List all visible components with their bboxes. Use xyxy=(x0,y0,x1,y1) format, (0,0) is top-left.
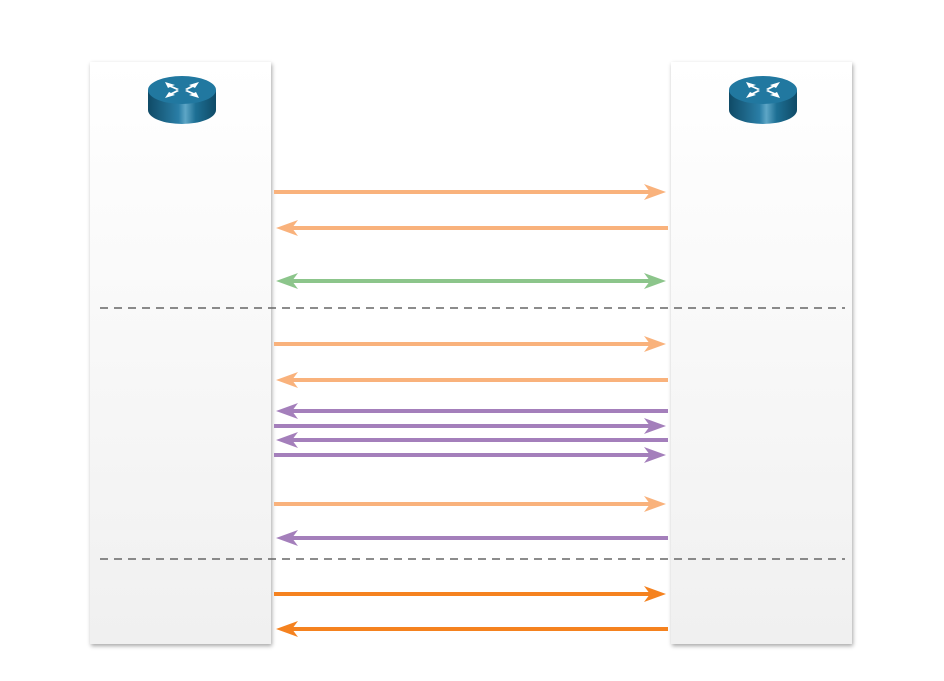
message-arrow-right xyxy=(274,447,666,463)
right-router-lane xyxy=(671,62,852,644)
message-arrow-left xyxy=(276,432,668,448)
left-router-lane xyxy=(90,62,271,644)
message-arrow-left xyxy=(276,621,668,637)
router-icon[interactable] xyxy=(726,72,800,126)
message-arrow-left xyxy=(276,220,668,236)
message-arrow-left xyxy=(276,403,668,419)
message-arrow-left xyxy=(276,372,668,388)
message-arrow-right xyxy=(274,184,666,200)
message-arrow-right xyxy=(274,586,666,602)
message-arrow-left xyxy=(276,530,668,546)
message-arrow-right xyxy=(274,496,666,512)
message-arrow-both xyxy=(276,273,666,289)
router-icon[interactable] xyxy=(145,72,219,126)
message-arrow-right xyxy=(274,418,666,434)
message-arrow-right xyxy=(274,336,666,352)
